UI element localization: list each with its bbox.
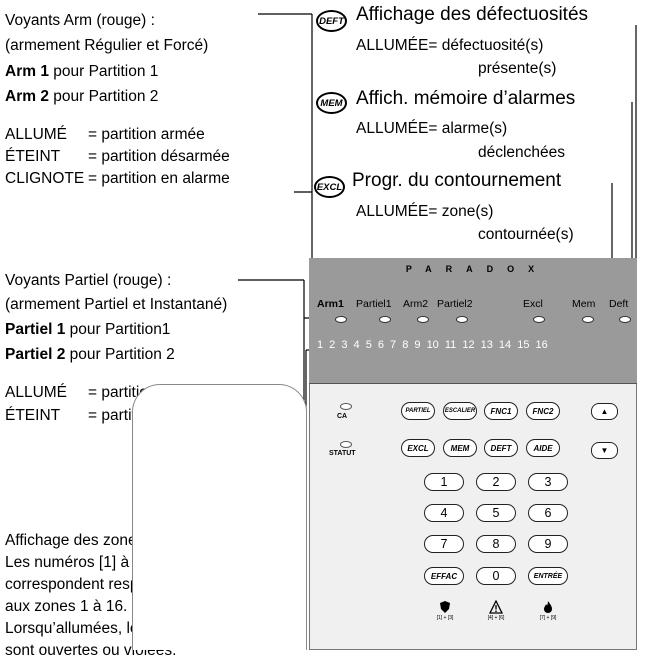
deft-title: Affichage des défectuosités: [356, 4, 589, 25]
key-7[interactable]: 7: [424, 535, 464, 553]
key-3[interactable]: 3: [528, 473, 568, 491]
key-0[interactable]: 0: [476, 567, 516, 585]
excl-title: Progr. du contournement: [352, 170, 562, 191]
zones-line-4: aux zones 1 à 16.: [5, 598, 128, 615]
led-label-excl: Excl: [523, 298, 543, 310]
deft-badge-icon: DEFT: [316, 10, 347, 32]
excl-key[interactable]: EXCL: [401, 439, 435, 457]
key-4[interactable]: 4: [424, 504, 464, 522]
arm-state-off-val: = partition désarmée: [88, 148, 230, 165]
zones-line-2: Les numéros [1] à [16]: [5, 554, 160, 571]
ca-label: CA: [337, 413, 348, 420]
zones-line-1: Affichage des zones :: [5, 532, 153, 549]
arm-2-bold: Arm 2: [5, 88, 49, 105]
partiel-1-rest: pour Partition1: [65, 321, 171, 338]
scroll-down-button[interactable]: ▼: [591, 442, 618, 459]
led-mem: [582, 316, 594, 323]
led-excl: [533, 316, 545, 323]
partiel-key[interactable]: PARTIEL: [401, 402, 435, 420]
effac-key[interactable]: EFFAC: [424, 567, 464, 585]
partiel-2-bold: Partiel 2: [5, 346, 66, 363]
led-partiel1: [379, 316, 391, 323]
mem-title: Affich. mémoire d’alarmes: [356, 88, 576, 109]
arm-state-blink-val: = partition en alarme: [88, 170, 230, 187]
led-label-deft: Deft: [609, 298, 629, 310]
arm-2-rest: pour Partition 2: [48, 88, 159, 105]
mem-badge-icon: MEM: [316, 92, 347, 114]
arm-state-off-key: ÉTEINT: [5, 148, 61, 165]
led-label-mem: Mem: [572, 298, 596, 310]
excl-line-2: contournée(s): [478, 226, 574, 243]
arm-title: Voyants Arm (rouge) :: [5, 12, 155, 29]
excl-badge-icon: EXCL: [314, 176, 345, 198]
keypad-display-panel: PARADOX Arm1 Partiel1 Arm2 Partiel2 Excl…: [309, 258, 637, 384]
led-arm2: [417, 316, 429, 323]
brand-logo: PARADOX: [405, 264, 549, 274]
shield-combo-label: [1] + [3]: [436, 615, 454, 621]
key-5[interactable]: 5: [476, 504, 516, 522]
ca-led: [340, 403, 352, 410]
partiel-line-2: Partiel 2 pour Partition 2: [5, 344, 175, 365]
partiel-state-off-key: ÉTEINT: [5, 407, 61, 424]
warning-combo-label: [4] + [6]: [487, 615, 505, 621]
arm-state-blink-key: CLIGNOTE: [5, 170, 85, 187]
led-label-arm1: Arm1: [317, 298, 344, 310]
entree-key[interactable]: ENTRÉE: [528, 567, 568, 585]
arm-line-1: Arm 1 pour Partition 1: [5, 61, 158, 82]
key-6[interactable]: 6: [528, 504, 568, 522]
fnc2-key[interactable]: FNC2: [526, 402, 560, 420]
partiel-line-1: Partiel 1 pour Partition1: [5, 319, 170, 340]
statut-led: [340, 441, 352, 448]
led-label-partiel1: Partiel1: [356, 298, 392, 310]
warning-icon: [484, 599, 508, 617]
zone-numbers: 1 2 3 4 5 6 7 8 9 10 11 12 13 14 15 16: [317, 339, 548, 351]
deft-line-2: présente(s): [478, 60, 557, 77]
mem-line-2: déclenchées: [478, 144, 566, 161]
led-arm1: [335, 316, 347, 323]
key-2[interactable]: 2: [476, 473, 516, 491]
escalier-key[interactable]: ESCALIER: [443, 402, 477, 420]
led-deft: [619, 316, 631, 323]
aide-key[interactable]: AIDE: [526, 439, 560, 457]
arm-state-on-val: = partition armée: [88, 126, 205, 143]
partiel-state-on-key: ALLUMÉ: [5, 384, 68, 401]
shield-icon: [433, 600, 457, 617]
partiel-1-bold: Partiel 1: [5, 321, 66, 338]
led-partiel2: [456, 316, 468, 323]
keypad-keys-area: [132, 384, 307, 650]
deft-line-1: ALLUMÉE= défectuosité(s): [356, 37, 544, 54]
arm-subtitle: (armement Régulier et Forcé): [5, 37, 209, 54]
led-label-arm2: Arm2: [403, 298, 429, 310]
partiel-subtitle: (armement Partiel et Instantané): [5, 296, 228, 313]
fire-icon: [536, 600, 560, 617]
mem-line-1: ALLUMÉE= alarme(s): [356, 120, 508, 137]
partiel-2-rest: pour Partition 2: [65, 346, 175, 363]
arm-1-rest: pour Partition 1: [48, 63, 159, 80]
excl-line-1: ALLUMÉE= zone(s): [356, 203, 494, 220]
deft-key[interactable]: DEFT: [484, 439, 518, 457]
key-9[interactable]: 9: [528, 535, 568, 553]
led-label-partiel2: Partiel2: [437, 298, 473, 310]
fire-combo-label: [7] + [9]: [539, 615, 557, 621]
key-8[interactable]: 8: [476, 535, 516, 553]
arm-line-2: Arm 2 pour Partition 2: [5, 86, 158, 107]
fnc1-key[interactable]: FNC1: [484, 402, 518, 420]
scroll-up-button[interactable]: ▲: [591, 403, 618, 420]
arm-state-on-key: ALLUMÉ: [5, 126, 68, 143]
arm-1-bold: Arm 1: [5, 63, 49, 80]
key-1[interactable]: 1: [424, 473, 464, 491]
partiel-title: Voyants Partiel (rouge) :: [5, 272, 172, 289]
mem-key[interactable]: MEM: [443, 439, 477, 457]
statut-label: STATUT: [329, 450, 356, 457]
